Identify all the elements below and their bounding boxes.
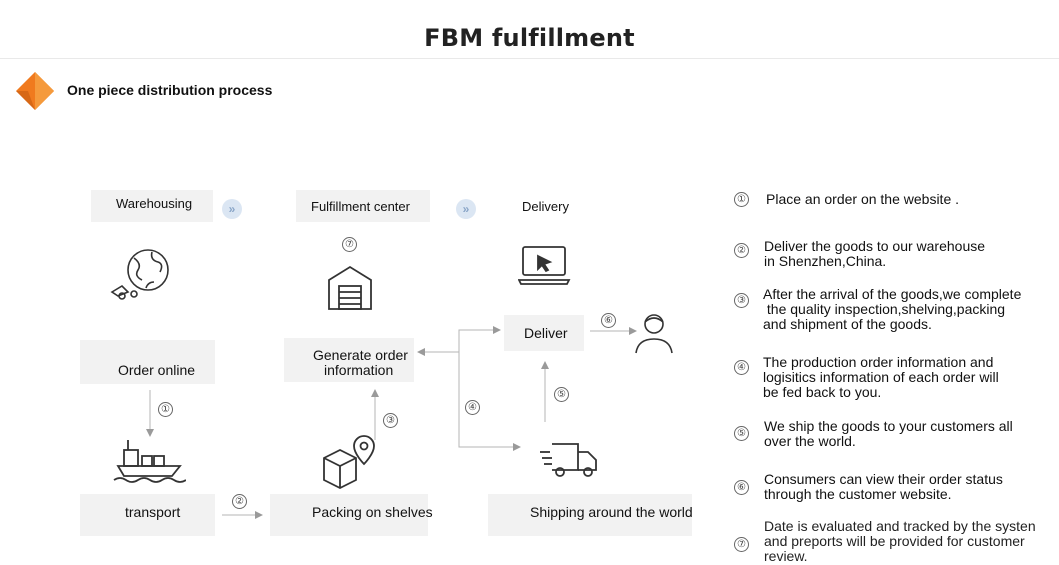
step-6-line-1: Consumers can view their order status (764, 471, 1003, 487)
step-3-line-3: and shipment of the goods. (763, 316, 932, 332)
step-4-line-2: logisitics information of each order wil… (763, 369, 999, 385)
step-number-6: ⑥ (734, 480, 749, 495)
step-number-3: ③ (734, 293, 749, 308)
node-packing: Packing on shelves (312, 504, 433, 520)
delivery-truck-icon (540, 443, 597, 477)
step-2-line-2: in Shenzhen,China. (764, 253, 887, 269)
header-divider (0, 58, 1059, 59)
flow-marker-6: ⑥ (601, 313, 616, 328)
step-4-line-1: The production order information and (763, 354, 994, 370)
step-number-2: ② (734, 243, 749, 258)
step-3-line-2: the quality inspection,shelving,packing (763, 301, 1006, 317)
step-6-line-2: through the customer website. (764, 486, 952, 502)
node-panel-shipping (488, 494, 692, 536)
step-5-line-1: We ship the goods to your customers all (764, 418, 1013, 434)
double-chevron-right-icon: » (222, 199, 242, 219)
step-4-line-3: be fed back to you. (763, 384, 882, 400)
flow-marker-7: ⑦ (342, 237, 357, 252)
step-number-7: ⑦ (734, 537, 749, 552)
step-number-4: ④ (734, 360, 749, 375)
flow-marker-3: ③ (383, 413, 398, 428)
cargo-ship-icon (113, 440, 186, 483)
step-7-line-2: and preports will be provided for custom… (764, 533, 1025, 549)
package-location-icon (323, 435, 375, 490)
step-number-1: ① (734, 192, 749, 207)
stage-delivery: Delivery (522, 199, 569, 214)
flow-marker-2: ② (232, 494, 247, 509)
laptop-cursor-icon (518, 246, 571, 285)
flow-marker-4: ④ (465, 400, 480, 415)
step-number-5: ⑤ (734, 426, 749, 441)
step-5-line-2: over the world. (764, 433, 856, 449)
node-deliver: Deliver (524, 325, 568, 341)
page-title: FBM fulfillment (424, 24, 635, 52)
node-order-online: Order online (118, 362, 196, 378)
section-subtitle: One piece distribution process (67, 82, 273, 98)
node-panel-order-online (80, 340, 215, 384)
node-generate-order-line2: information (324, 362, 394, 378)
node-panel-deliver (504, 315, 584, 351)
stage-fulfillment-center: Fulfillment center (311, 199, 410, 214)
node-transport: transport (125, 504, 181, 520)
orange-diamond-icon (16, 72, 54, 110)
step-3-line-1: After the arrival of the goods,we comple… (763, 286, 1022, 302)
node-panel-generate-order (284, 338, 414, 382)
node-generate-order-line1: Generate order (313, 347, 408, 363)
flow-marker-1: ① (158, 402, 173, 417)
step-1-line-1: Place an order on the website . (766, 191, 960, 207)
step-7-line-1: Date is evaluated and tracked by the sys… (764, 518, 1036, 534)
stage-warehousing: Warehousing (116, 196, 193, 211)
step-2-line-1: Deliver the goods to our warehouse (764, 238, 986, 254)
stage-panel (91, 190, 213, 222)
globe-icon (110, 249, 169, 300)
node-shipping: Shipping around the world (530, 504, 693, 520)
step-7-line-3: review. (764, 548, 808, 564)
person-icon (635, 314, 673, 354)
double-chevron-right-icon: » (456, 199, 476, 219)
node-panel-transport (80, 494, 215, 536)
warehouse-icon (328, 265, 372, 310)
node-panel-packing (270, 494, 428, 536)
flow-marker-5: ⑤ (554, 387, 569, 402)
stage-panel (296, 190, 430, 222)
